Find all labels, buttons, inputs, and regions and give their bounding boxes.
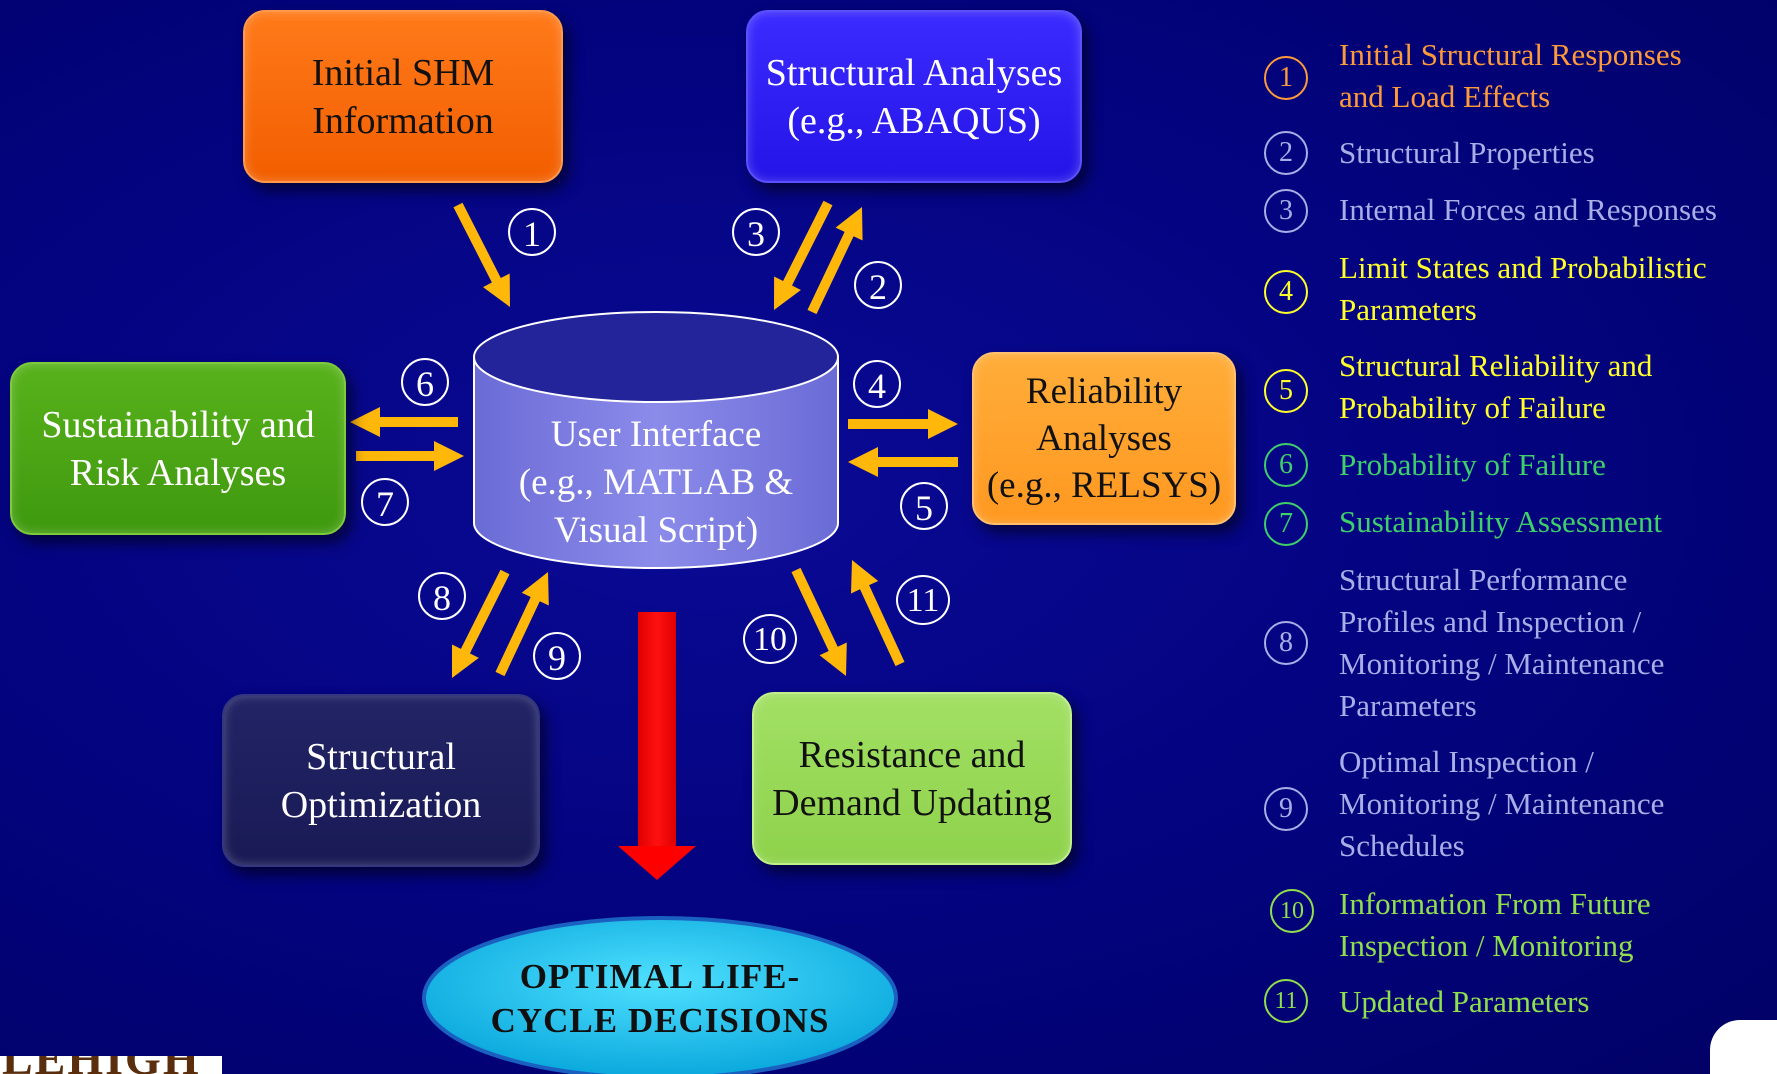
flow-number-10: 10 — [743, 614, 797, 664]
legend-number-5: 5 — [1264, 369, 1308, 413]
sustainability-box: Sustainability and Risk Analyses — [10, 362, 346, 535]
legend-number-8: 8 — [1264, 621, 1308, 665]
flow-number-2: 2 — [854, 261, 902, 309]
arrow-6 — [350, 407, 458, 437]
arrow-9 — [495, 572, 549, 677]
legend-text-4: Limit States and Probabilistic Parameter… — [1339, 250, 1707, 327]
legend-text-3: Internal Forces and Responses — [1339, 192, 1717, 227]
arrow-8 — [452, 569, 510, 678]
legend-number-7: 7 — [1264, 502, 1308, 546]
optimization-box: Structural Optimization — [222, 694, 540, 867]
corner-logo — [1710, 1020, 1777, 1074]
legend-text-5: Structural Reliability and Probability o… — [1339, 348, 1653, 425]
arrow-7 — [356, 441, 464, 471]
legend-text-8: Structural Performance Profiles and Insp… — [1339, 562, 1665, 723]
legend-text-7: Sustainability Assessment — [1339, 504, 1662, 539]
flow-number-3: 3 — [732, 208, 780, 256]
legend-number-3: 3 — [1264, 189, 1308, 233]
legend-text-2: Structural Properties — [1339, 135, 1595, 170]
initial-shm-box: Initial SHM Information — [243, 10, 563, 183]
arrow-5 — [848, 447, 958, 477]
arrow-11 — [851, 560, 905, 667]
arrow-10 — [791, 567, 847, 676]
flow-number-4: 4 — [853, 360, 901, 408]
legend-number-10: 10 — [1270, 889, 1314, 933]
legend-number-1: 1 — [1264, 56, 1308, 100]
flow-number-7: 7 — [361, 478, 409, 526]
decisions-label: OPTIMAL LIFE- CYCLE DECISIONS — [490, 957, 830, 1040]
resistance-demand-box: Resistance and Demand Updating — [752, 692, 1072, 865]
user-interface-label: User Interface (e.g., MATLAB & Visual Sc… — [518, 414, 794, 551]
legend-text-6: Probability of Failure — [1339, 447, 1606, 482]
flow-number-11: 11 — [896, 575, 950, 625]
flow-number-1: 1 — [508, 208, 556, 256]
legend-number-2: 2 — [1264, 131, 1308, 175]
legend-text-10: Information From Future Inspection / Mon… — [1339, 886, 1651, 963]
legend-text-11: Updated Parameters — [1339, 984, 1590, 1019]
flow-number-5: 5 — [900, 482, 948, 530]
arrow-2 — [807, 207, 863, 315]
user-interface-cylinder — [473, 311, 839, 569]
legend-number-4: 4 — [1264, 270, 1308, 314]
flow-number-6: 6 — [401, 358, 449, 406]
arrow-1 — [453, 202, 510, 307]
decision-ellipse — [422, 916, 898, 1074]
reliability-box: Reliability Analyses (e.g., RELSYS) — [972, 352, 1236, 525]
legend-number-11: 11 — [1264, 979, 1308, 1023]
legend-text-1: Initial Structural Responses and Load Ef… — [1339, 37, 1682, 114]
structural-analyses-box: Structural Analyses (e.g., ABAQUS) — [746, 10, 1082, 183]
arrow-3 — [774, 200, 833, 310]
legend-text-9: Optimal Inspection / Monitoring / Mainte… — [1339, 744, 1665, 863]
arrow-4 — [848, 409, 958, 439]
lehigh-logo: LEHIGH — [0, 1056, 222, 1074]
main-arrow — [618, 612, 696, 880]
flow-number-9: 9 — [533, 632, 581, 680]
legend-number-9: 9 — [1264, 787, 1308, 831]
legend-number-6: 6 — [1264, 443, 1308, 487]
flow-number-8: 8 — [418, 572, 466, 620]
